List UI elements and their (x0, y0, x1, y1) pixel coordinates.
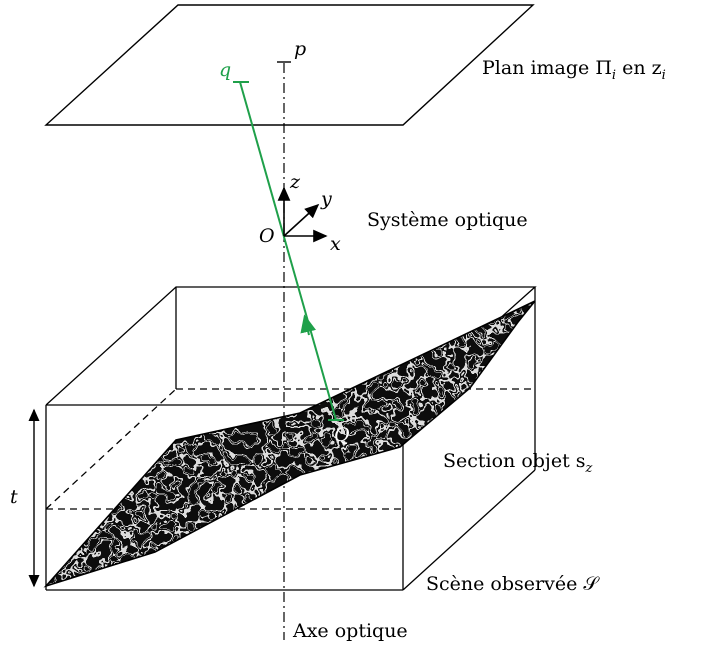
section-outline (43, 300, 536, 588)
label-z: z (289, 171, 301, 193)
label-q: q (219, 59, 231, 81)
label-axe-optique: Axe optique (292, 620, 408, 642)
image-plane (44, 4, 535, 126)
ray-line (239, 81, 337, 421)
box-right-bottom-edge (402, 469, 536, 591)
label-section-objet: Section objet sz (443, 450, 593, 476)
y-axis-arrow (283, 203, 320, 237)
label-Q: Q (334, 424, 350, 446)
ray-arrow (300, 314, 317, 336)
label-plan-image: Plan image Πi en zi (482, 57, 666, 83)
label-O: O (259, 225, 275, 247)
box-back-bottom-edge (45, 388, 177, 510)
label-x: x (330, 233, 341, 255)
label-t: t (10, 486, 18, 508)
label-systeme-optique: Système optique (367, 209, 528, 231)
label-scene-observee: Scène observée 𝒮 (426, 573, 600, 595)
label-y: y (320, 188, 332, 210)
label-p: p (294, 38, 306, 60)
